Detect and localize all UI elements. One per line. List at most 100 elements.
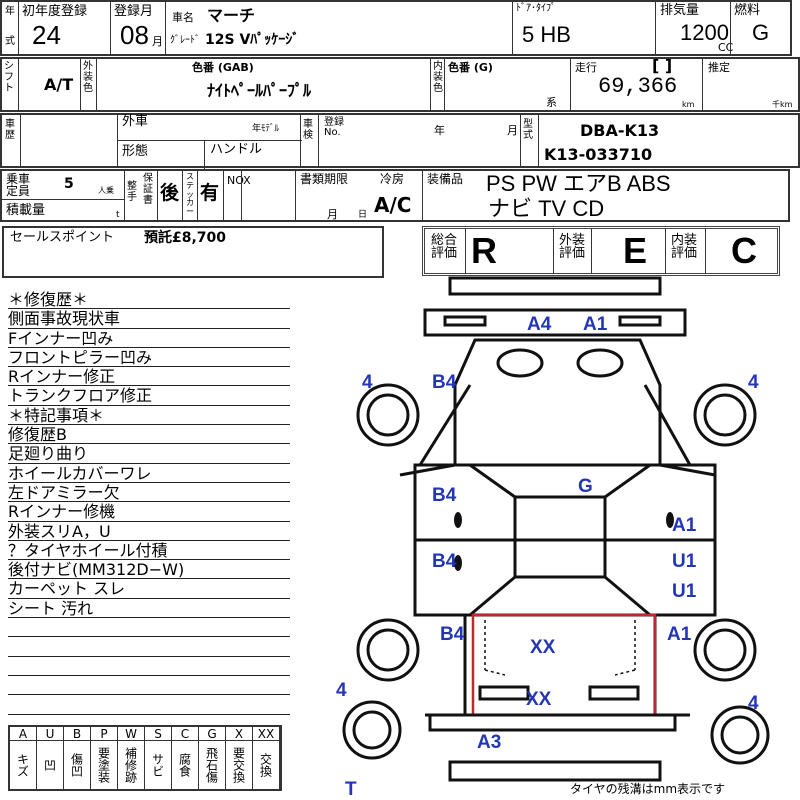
note-line [8,695,290,715]
warranty: 後 [160,182,180,204]
capacity-unit: 人乗 [98,186,114,195]
overall-grade: R [471,230,497,271]
mileage-label: 走行 [575,61,597,74]
mark-b4-1: B4 [432,372,457,393]
tire-note: タイヤの残溝はmm表示です [570,782,726,796]
fuel-label: 燃料 [734,3,761,18]
mark-u1-b: U1 [672,581,697,602]
legend-meaning: キズ [10,741,37,789]
grade: 12S Vﾊﾟｯｹｰｼﾞ [205,32,300,48]
year-unit: 年 [434,124,445,137]
car-name: マーチ [207,6,256,25]
sticker: 有 [200,182,220,204]
type-label: 型式 [523,119,533,141]
grade-label: ｸﾞﾚｰﾄﾞ [170,35,200,46]
note-line: ＊修復歴＊ [8,290,290,310]
form-label: 形態 [122,144,149,159]
mark-tire-rl: 4 [336,680,347,701]
note-line: 足廻り曲り [8,444,290,464]
sales-point-label: セールスポイント [10,230,115,245]
color-code-label: 色番 (GAB) [192,61,254,74]
note-line: 側面事故現状車 [8,309,290,329]
note-line: シート 汚れ [8,599,290,619]
nox-label: NOX [227,174,251,187]
exterior-label: 外装評価 [559,233,586,261]
mark-a1-rear: A1 [667,624,692,645]
first-reg-value: 24 [32,20,61,50]
note-line [8,676,290,696]
warranty-label-2: 整手 [127,181,137,203]
mark-tire-fr: 4 [748,372,759,393]
legend-code: P [91,727,118,741]
warranty-label: 保証書 [143,173,153,206]
ext-color: ﾅｲﾄﾍﾟｰﾙﾊﾟｰﾌﾟﾙ [207,81,312,100]
mark-tire-rr: 4 [748,693,759,714]
legend-code: X [226,727,253,741]
equip-label: 装備品 [427,172,464,186]
estimate-unit: 千km [772,100,793,109]
note-line: 外装スリA，U [8,522,290,541]
legend-meaning: 補修跡 [118,741,145,789]
ac: A/C [374,193,412,217]
capacity-label: 乗車定員 [6,172,31,198]
model-code: DBA-K13 [580,121,660,140]
foreign-label: 外車 [122,114,149,129]
load-label: 積載量 [6,203,46,218]
mark-t: T [345,779,357,800]
sales-point-box: セールスポイント 預託£8,700 [2,226,384,278]
legend-meaning: 傷凹 [64,741,91,789]
legend-meaning: 要塗装 [91,741,118,789]
handle-label: ハンドル [210,142,263,157]
note-line: Fインナー凹み [8,329,290,348]
row-equipment: 乗車定員 5 人乗 積載量 t 保証書 整手 後 ステッカー 有 NOX 書類期… [0,169,790,222]
note-line: 左ドアミラー欠 [8,483,290,503]
sales-point-value: 預託£8,700 [144,230,227,246]
docs-day: 日 [358,210,368,220]
first-reg-label: 初年度登録 [22,4,88,19]
legend-code: A [10,727,37,741]
mark-xx-1: XX [530,637,556,658]
mark-b4-3: B4 [432,551,457,572]
load-unit: t [116,210,120,220]
legend-meaning: 腐食 [172,741,199,789]
int-color-code-label: 色番 (G) [448,61,493,74]
note-line: Rインナー修機 [8,502,290,522]
shift-label: シフト [4,61,14,94]
history-label: 車歴 [5,119,15,141]
note-line: トランクフロア修正 [8,386,290,406]
legend-code: XX [253,727,280,741]
note-line: ？タイヤホイール付積 [8,541,290,561]
overall-label: 総合評価 [431,233,458,261]
note-line: ホイールカバーワレ [8,464,290,483]
mark-a3: A3 [477,732,502,753]
year-label-2: 式 [5,36,15,47]
note-line: カーペット スレ [8,579,290,599]
estimate-label: 推定 [708,61,730,74]
inspection-label: 車検 [303,119,313,141]
model-year-label: 年ﾓﾃﾞﾙ [252,124,280,134]
shift: A/T [44,75,74,94]
month-unit-3: 月 [507,124,518,137]
month-value: 08 [120,20,149,50]
legend-meaning: 凹 [37,741,64,789]
docs-month: 月 [327,208,338,221]
legend-meaning: サビ [145,741,172,789]
note-line [8,637,290,657]
legend-code: C [172,727,199,741]
note-line: Rインナー修正 [8,367,290,387]
mark-tire-fl: 4 [362,372,373,393]
reg-no-label: 登録 No. [324,117,344,138]
row-history: 車歴 外車 年ﾓﾃﾞﾙ 形態 ハンドル 車検 登録 No. 年 月 型式 DBA… [0,113,800,170]
ac-label: 冷房 [380,172,405,186]
mark-b4-2: B4 [432,485,457,506]
grade-box: 総合評価 R 外装評価 E 内装評価 C [422,226,780,276]
car-diagram [342,276,770,782]
mark-u1-a: U1 [672,551,697,572]
legend-code: W [118,727,145,741]
legend-meaning: 要交換 [226,741,253,789]
exterior-grade: E [623,230,648,271]
mark-xx-2: XX [526,689,552,710]
note-line [8,657,290,676]
mileage: 69,366 [598,74,678,99]
